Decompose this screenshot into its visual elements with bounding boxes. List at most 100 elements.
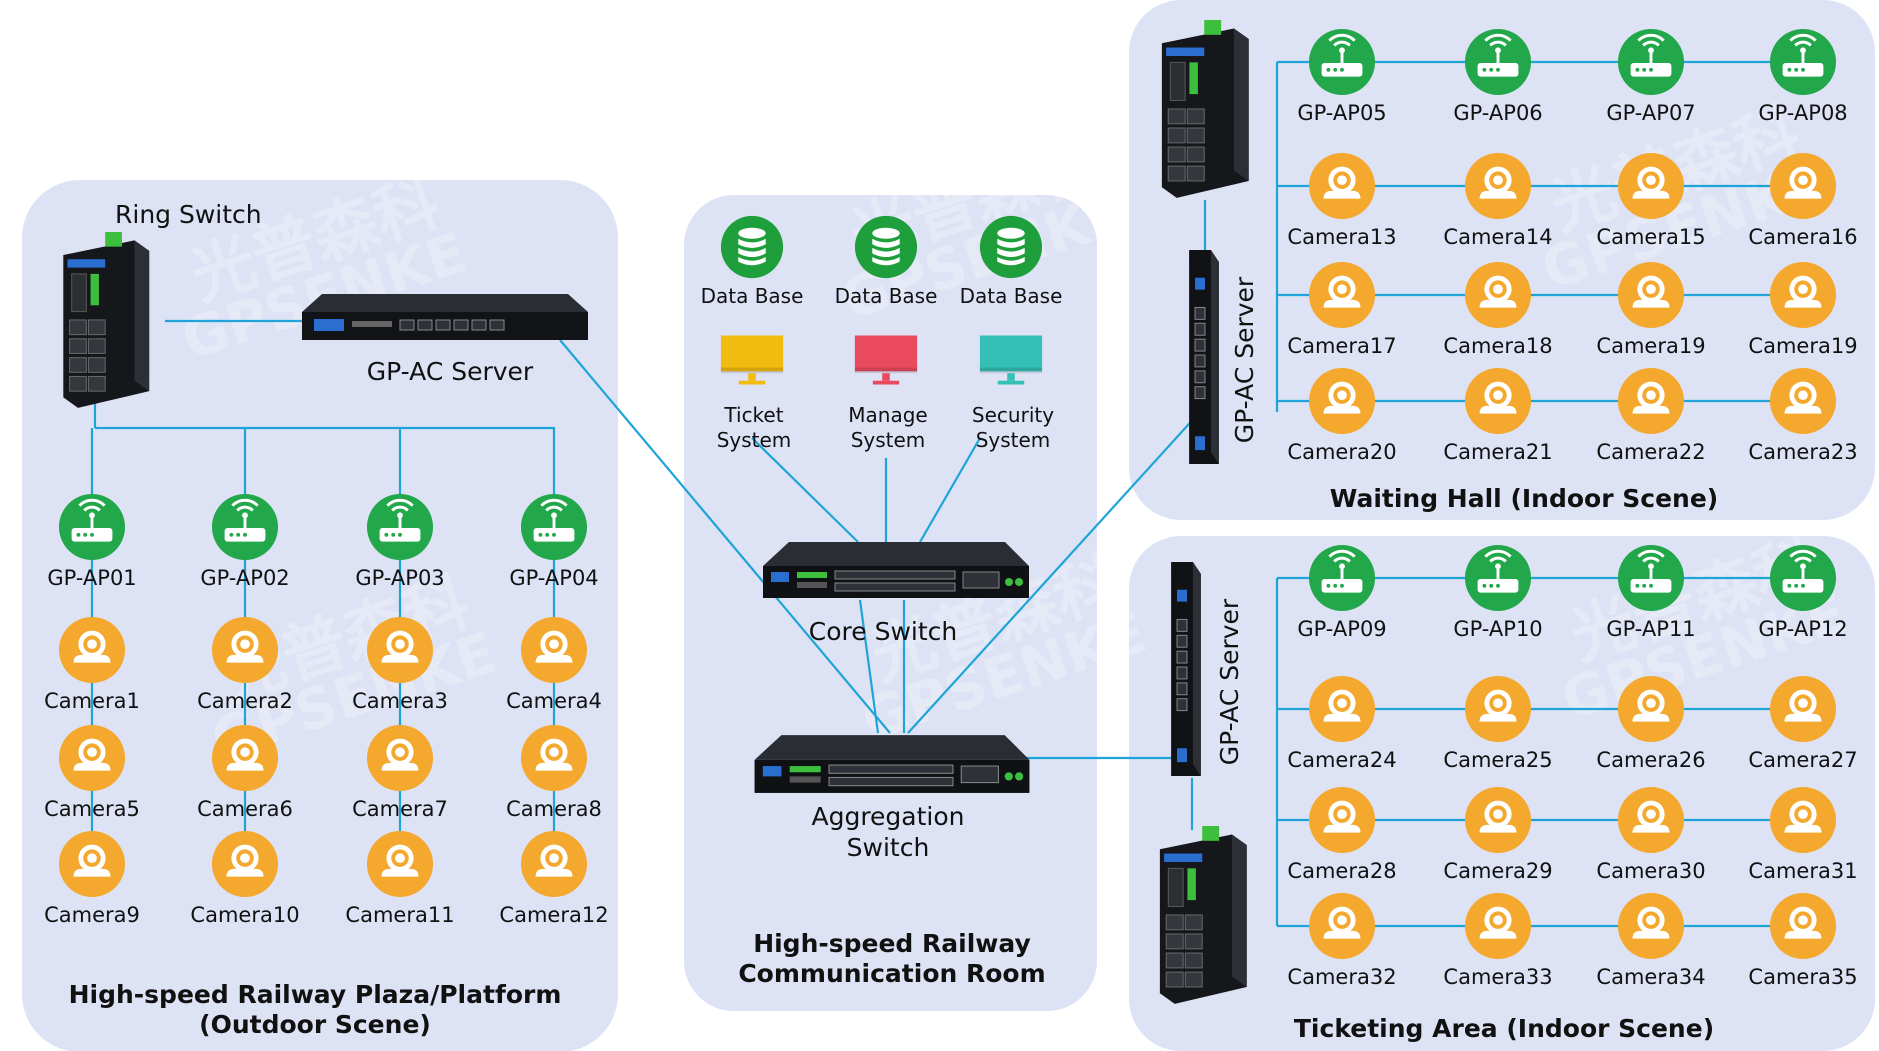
node-label-ticketing-3-0: Camera32 <box>1287 965 1396 989</box>
camera-icon-ticketing-2-3 <box>1769 786 1837 854</box>
ring-switch-icon <box>62 232 150 409</box>
access-point-icon-ticketing-0-0 <box>1308 544 1376 612</box>
database-label-2: Data Base <box>960 284 1063 308</box>
aggregation-switch-icon <box>754 734 1030 794</box>
access-point-icon-waiting-0-1 <box>1464 28 1532 96</box>
node-label-ticketing-2-0: Camera28 <box>1287 859 1396 883</box>
node-label-waiting-1-3: Camera16 <box>1748 225 1857 249</box>
ac-server-waiting-label: GP-AC Server <box>1230 276 1259 443</box>
node-label-plaza-1-0: Camera1 <box>44 689 140 713</box>
camera-icon-ticketing-2-2 <box>1617 786 1685 854</box>
camera-icon-waiting-1-0 <box>1308 152 1376 220</box>
node-label-ticketing-2-2: Camera30 <box>1596 859 1705 883</box>
node-label-waiting-1-0: Camera13 <box>1287 225 1396 249</box>
camera-icon-plaza-1-1 <box>211 616 279 684</box>
node-label-plaza-0-3: GP-AP04 <box>509 566 598 590</box>
zone-room-title-1: High-speed Railway <box>753 929 1031 958</box>
ac-server-ticketing-icon <box>1170 561 1202 777</box>
access-point-icon-plaza-0-2 <box>366 493 434 561</box>
camera-icon-waiting-3-2 <box>1617 367 1685 435</box>
camera-icon-plaza-3-1 <box>211 830 279 898</box>
camera-icon-ticketing-1-1 <box>1464 675 1532 743</box>
node-label-waiting-2-2: Camera19 <box>1596 334 1705 358</box>
aggregation-switch-label-1: Aggregation <box>811 802 964 831</box>
camera-icon-plaza-1-2 <box>366 616 434 684</box>
camera-icon-waiting-3-1 <box>1464 367 1532 435</box>
node-label-plaza-3-0: Camera9 <box>44 903 140 927</box>
ticketing-din-switch-icon <box>1159 826 1248 1005</box>
node-label-plaza-2-1: Camera6 <box>197 797 293 821</box>
node-label-plaza-3-3: Camera12 <box>499 903 608 927</box>
camera-icon-waiting-3-3 <box>1769 367 1837 435</box>
node-label-waiting-3-0: Camera20 <box>1287 440 1396 464</box>
camera-icon-waiting-2-2 <box>1617 261 1685 329</box>
node-label-ticketing-0-2: GP-AP11 <box>1606 617 1695 641</box>
zone-room-title-2: Communication Room <box>738 959 1045 988</box>
camera-icon-ticketing-2-0 <box>1308 786 1376 854</box>
database-icon-0 <box>720 215 784 279</box>
camera-icon-waiting-3-0 <box>1308 367 1376 435</box>
access-point-icon-ticketing-0-1 <box>1464 544 1532 612</box>
camera-icon-plaza-2-1 <box>211 724 279 792</box>
node-label-waiting-2-3: Camera19 <box>1748 334 1857 358</box>
node-label-ticketing-0-0: GP-AP09 <box>1297 617 1386 641</box>
camera-icon-waiting-1-1 <box>1464 152 1532 220</box>
node-label-plaza-1-2: Camera3 <box>352 689 448 713</box>
access-point-icon-plaza-0-0 <box>58 493 126 561</box>
node-label-plaza-1-1: Camera2 <box>197 689 293 713</box>
node-label-waiting-0-0: GP-AP05 <box>1297 101 1386 125</box>
zone-plaza-title-1: High-speed Railway Plaza/Platform <box>69 980 562 1009</box>
node-label-ticketing-1-0: Camera24 <box>1287 748 1396 772</box>
zone-plaza-panel <box>22 180 618 1051</box>
node-label-waiting-3-2: Camera22 <box>1596 440 1705 464</box>
node-label-ticketing-1-3: Camera27 <box>1748 748 1857 772</box>
network-links <box>93 62 1279 926</box>
core-switch-label: Core Switch <box>809 617 957 646</box>
node-label-plaza-3-1: Camera10 <box>190 903 299 927</box>
access-point-icon-ticketing-0-3 <box>1769 544 1837 612</box>
camera-icon-ticketing-3-0 <box>1308 892 1376 960</box>
node-label-ticketing-1-1: Camera25 <box>1443 748 1552 772</box>
system-label-line1-2: Security <box>972 403 1054 427</box>
node-label-ticketing-3-1: Camera33 <box>1443 965 1552 989</box>
aggregation-switch-label-2: Switch <box>847 833 930 862</box>
node-label-ticketing-0-1: GP-AP10 <box>1453 617 1542 641</box>
camera-icon-plaza-1-3 <box>520 616 588 684</box>
camera-icon-waiting-2-1 <box>1464 261 1532 329</box>
system-label-line1-0: Ticket <box>723 403 783 427</box>
node-label-waiting-2-0: Camera17 <box>1287 334 1396 358</box>
waiting-din-switch-icon <box>1161 20 1250 199</box>
node-label-plaza-1-3: Camera4 <box>506 689 602 713</box>
node-label-ticketing-2-3: Camera31 <box>1748 859 1857 883</box>
camera-icon-plaza-3-2 <box>366 830 434 898</box>
camera-icon-plaza-2-3 <box>520 724 588 792</box>
system-label-line2-0: System <box>717 428 792 452</box>
node-label-waiting-1-1: Camera14 <box>1443 225 1552 249</box>
node-label-waiting-0-1: GP-AP06 <box>1453 101 1542 125</box>
camera-icon-ticketing-1-3 <box>1769 675 1837 743</box>
node-label-ticketing-3-2: Camera34 <box>1596 965 1705 989</box>
node-label-plaza-0-1: GP-AP02 <box>200 566 289 590</box>
camera-icon-ticketing-1-0 <box>1308 675 1376 743</box>
node-label-plaza-2-0: Camera5 <box>44 797 140 821</box>
node-label-plaza-0-2: GP-AP03 <box>355 566 444 590</box>
camera-icon-plaza-3-0 <box>58 830 126 898</box>
zone-ticketing-title: Ticketing Area (Indoor Scene) <box>1294 1014 1714 1043</box>
node-label-waiting-1-2: Camera15 <box>1596 225 1705 249</box>
camera-icon-plaza-1-0 <box>58 616 126 684</box>
core-switch-icon <box>762 541 1030 599</box>
node-label-waiting-0-3: GP-AP08 <box>1758 101 1847 125</box>
node-label-plaza-0-0: GP-AP01 <box>47 566 136 590</box>
camera-icon-ticketing-3-2 <box>1617 892 1685 960</box>
ring-switch-label: Ring Switch <box>115 200 262 229</box>
access-point-icon-plaza-0-1 <box>211 493 279 561</box>
node-label-plaza-2-3: Camera8 <box>506 797 602 821</box>
node-label-waiting-3-3: Camera23 <box>1748 440 1857 464</box>
node-label-waiting-2-1: Camera18 <box>1443 334 1552 358</box>
zone-room-panel <box>684 195 1097 1011</box>
node-label-ticketing-3-3: Camera35 <box>1748 965 1857 989</box>
system-label-line2-1: System <box>851 428 926 452</box>
camera-icon-waiting-1-2 <box>1617 152 1685 220</box>
